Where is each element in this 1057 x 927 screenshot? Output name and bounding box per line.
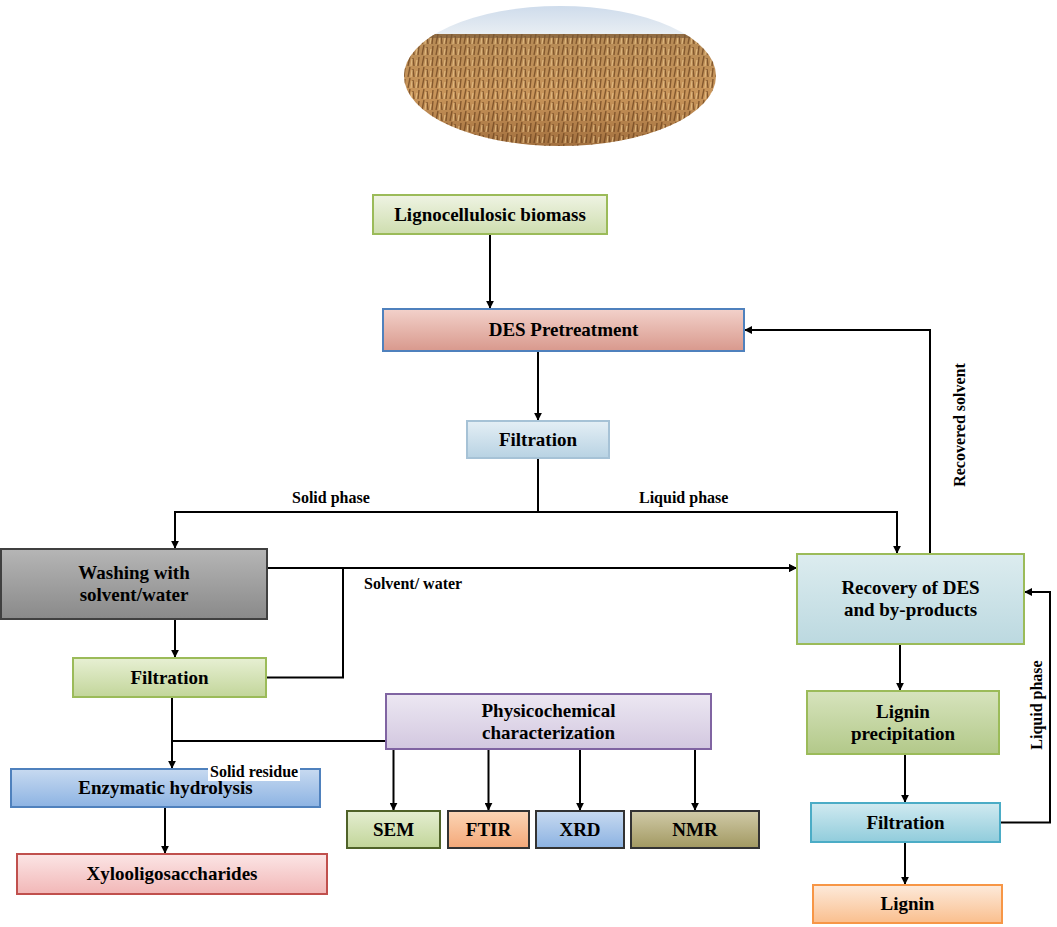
node-text: Lignin precipitation bbox=[828, 701, 978, 745]
process-box: Filtration bbox=[810, 802, 1001, 843]
process-box: Filtration bbox=[72, 657, 267, 698]
node-text: Filtration bbox=[130, 667, 208, 689]
method-box: NMR bbox=[630, 810, 760, 849]
node-text: FTIR bbox=[466, 819, 511, 841]
process-box: Recovery of DES and by-products bbox=[796, 553, 1025, 645]
node-text: Xylooligosaccharides bbox=[87, 863, 258, 885]
node-text: Lignocellulosic biomass bbox=[394, 204, 586, 226]
process-box: DES Pretreatment bbox=[382, 308, 745, 352]
node-text: Filtration bbox=[499, 429, 577, 451]
method-box: XRD bbox=[535, 810, 625, 849]
flow-arrow bbox=[538, 459, 897, 553]
flow-arrow bbox=[899, 645, 901, 690]
flow-arrow bbox=[745, 330, 930, 553]
process-box: Filtration bbox=[466, 420, 610, 459]
process-box: Washing with solvent/water bbox=[0, 548, 268, 620]
flow-arrow bbox=[175, 459, 538, 548]
flow-arrow bbox=[393, 750, 395, 810]
flow-arrow bbox=[579, 750, 581, 810]
flow-label: Solid residue bbox=[208, 762, 300, 781]
flow-label: Liquid phase bbox=[1027, 658, 1046, 751]
node-text: Filtration bbox=[866, 812, 944, 834]
process-box: Lignocellulosic biomass bbox=[372, 194, 608, 235]
flow-arrow bbox=[164, 808, 166, 853]
flow-arrow bbox=[267, 568, 796, 678]
node-text: Physicochemical characterization bbox=[429, 700, 669, 744]
flow-arrow bbox=[488, 750, 490, 810]
flow-arrow bbox=[537, 352, 539, 420]
flow-arrow bbox=[694, 750, 696, 810]
node-text: Recovery of DES and by-products bbox=[826, 577, 996, 621]
flow-label: Recovered solvent bbox=[950, 361, 969, 489]
method-box: FTIR bbox=[447, 810, 530, 849]
product-box: Lignin bbox=[812, 884, 1003, 924]
flow-label: Solvent/ water bbox=[362, 574, 464, 593]
flow-arrow bbox=[174, 620, 176, 657]
flow-label: Solid phase bbox=[290, 488, 372, 507]
product-box: Xylooligosaccharides bbox=[16, 853, 328, 895]
flow-arrow bbox=[489, 235, 491, 308]
flow-label: Liquid phase bbox=[637, 488, 730, 507]
node-text: Washing with solvent/water bbox=[54, 562, 214, 606]
node-text: SEM bbox=[373, 819, 414, 841]
node-text: DES Pretreatment bbox=[489, 319, 639, 341]
flow-arrow bbox=[904, 755, 906, 802]
node-text: Lignin bbox=[881, 893, 935, 915]
method-box: SEM bbox=[346, 810, 441, 849]
field-photo bbox=[0, 0, 1057, 160]
node-text: XRD bbox=[559, 819, 600, 841]
process-box: Lignin precipitation bbox=[806, 690, 1000, 755]
node-text: NMR bbox=[672, 819, 717, 841]
process-box: Physicochemical characterization bbox=[385, 693, 712, 750]
flow-arrow bbox=[904, 843, 906, 884]
flow-arrow bbox=[172, 698, 385, 741]
